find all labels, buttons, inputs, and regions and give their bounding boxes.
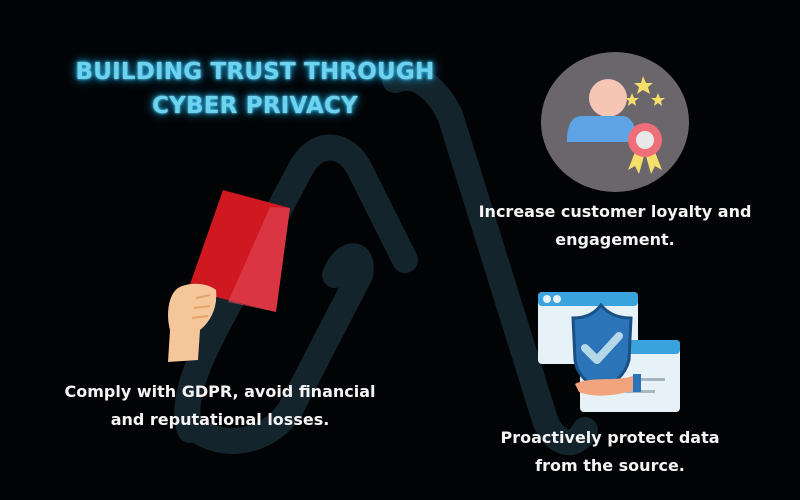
- benefit-protect-caption: Proactively protect data from the source…: [465, 424, 755, 480]
- shield-check-data-protection-icon: [538, 292, 680, 412]
- caption-line: Proactively protect data: [500, 428, 720, 447]
- benefit-loyalty-caption: Increase customer loyalty and engagement…: [445, 198, 785, 254]
- caption-line: engagement.: [555, 230, 675, 249]
- title-line-1: BUILDING TRUST THROUGH: [75, 59, 435, 85]
- caption-line: from the source.: [535, 456, 685, 475]
- page-title: BUILDING TRUST THROUGH CYBER PRIVACY: [30, 55, 480, 123]
- caption-line: and reputational losses.: [110, 410, 330, 429]
- caption-line: Comply with GDPR, avoid financial: [64, 382, 376, 401]
- customer-loyalty-award-icon: [541, 52, 689, 192]
- title-line-2: CYBER PRIVACY: [152, 93, 358, 119]
- benefit-gdpr-caption: Comply with GDPR, avoid financial and re…: [40, 378, 400, 434]
- caption-line: Increase customer loyalty and: [478, 202, 752, 221]
- red-card-hand-icon: [168, 190, 290, 362]
